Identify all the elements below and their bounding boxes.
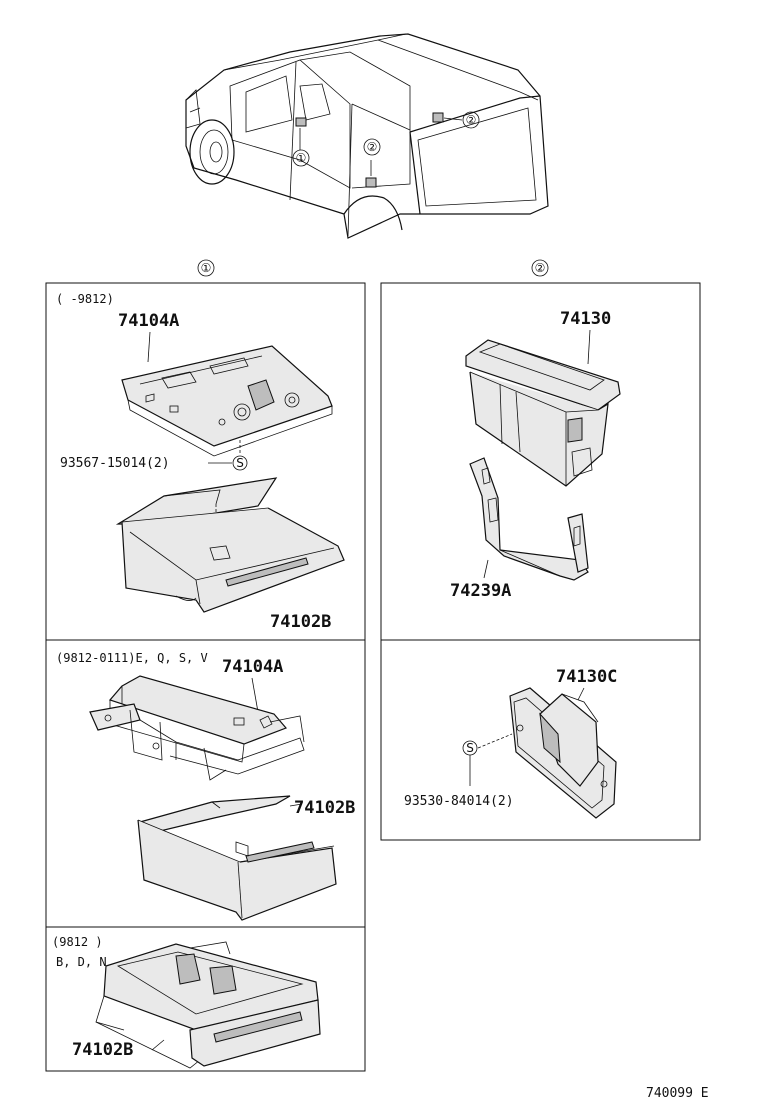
- panel-e-part: 74130C: [556, 667, 617, 687]
- vehicle-callout-2-side: ②: [363, 138, 381, 156]
- panel-a: ( -9812) 74104A 93567-15014(2) S: [56, 292, 345, 632]
- panel-b-part-top: 74104A: [222, 657, 283, 677]
- panel-a-part-bottom: 74102B: [270, 612, 331, 632]
- vehicle-overview: ① ② ②: [185, 33, 549, 239]
- panel-b-part-bottom: 74102B: [294, 798, 355, 818]
- panel-e: 74130C S 93530-84014(2): [404, 667, 617, 819]
- panel-d-part-top: 74130: [560, 309, 611, 329]
- panel-a-condition: ( -9812): [56, 292, 114, 306]
- panel-b-condition: (9812-0111)E, Q, S, V: [56, 651, 208, 665]
- panel-d-part-bottom: 74239A: [450, 581, 511, 601]
- label-text: S: [236, 456, 244, 470]
- panel-b: (9812-0111)E, Q, S, V 74104A: [56, 651, 355, 921]
- panel-c-condition-line1: (9812 ): [52, 935, 103, 949]
- screw-symbol-e: S: [462, 740, 478, 756]
- label-text: S: [466, 741, 474, 755]
- vehicle-callout-1: ①: [292, 149, 310, 167]
- ashtray-74130c: [509, 687, 617, 819]
- ashtray-74102b-b: [137, 795, 337, 921]
- label-text: ②: [367, 140, 378, 154]
- panel-c-part: 74102B: [72, 1040, 133, 1060]
- label-text: ①: [296, 151, 307, 165]
- bracket-74104a-a: [121, 345, 333, 457]
- bracket-74239a: [469, 457, 589, 581]
- section-marker-left: ①: [197, 259, 215, 277]
- panel-e-fastener: 93530-84014(2): [404, 794, 514, 809]
- ashtray-74130: [465, 339, 621, 487]
- panel-c-condition-line2: B, D, N: [56, 955, 107, 969]
- bracket-74104a-b: [89, 675, 305, 781]
- label-text: ②: [466, 113, 477, 127]
- panel-a-part-top: 74104A: [118, 311, 179, 331]
- panel-a-fastener: 93567-15014(2): [60, 456, 170, 471]
- left-column-frame: [45, 282, 366, 1072]
- section-marker-right: ②: [531, 259, 549, 277]
- panel-c: (9812 ) B, D, N 74102B: [52, 935, 321, 1069]
- panel-d: 74130 74239A: [450, 309, 621, 601]
- right-column-frame: [380, 282, 701, 841]
- vehicle-callout-2-rear: ②: [462, 111, 480, 129]
- ashtray-74102b-a: [115, 477, 345, 613]
- ashtray-74102b-c: [95, 941, 321, 1069]
- figure-code: 740099 E: [646, 1086, 709, 1101]
- label-text: ②: [535, 261, 546, 275]
- label-text: ①: [201, 261, 212, 275]
- screw-symbol-a: S: [232, 455, 248, 471]
